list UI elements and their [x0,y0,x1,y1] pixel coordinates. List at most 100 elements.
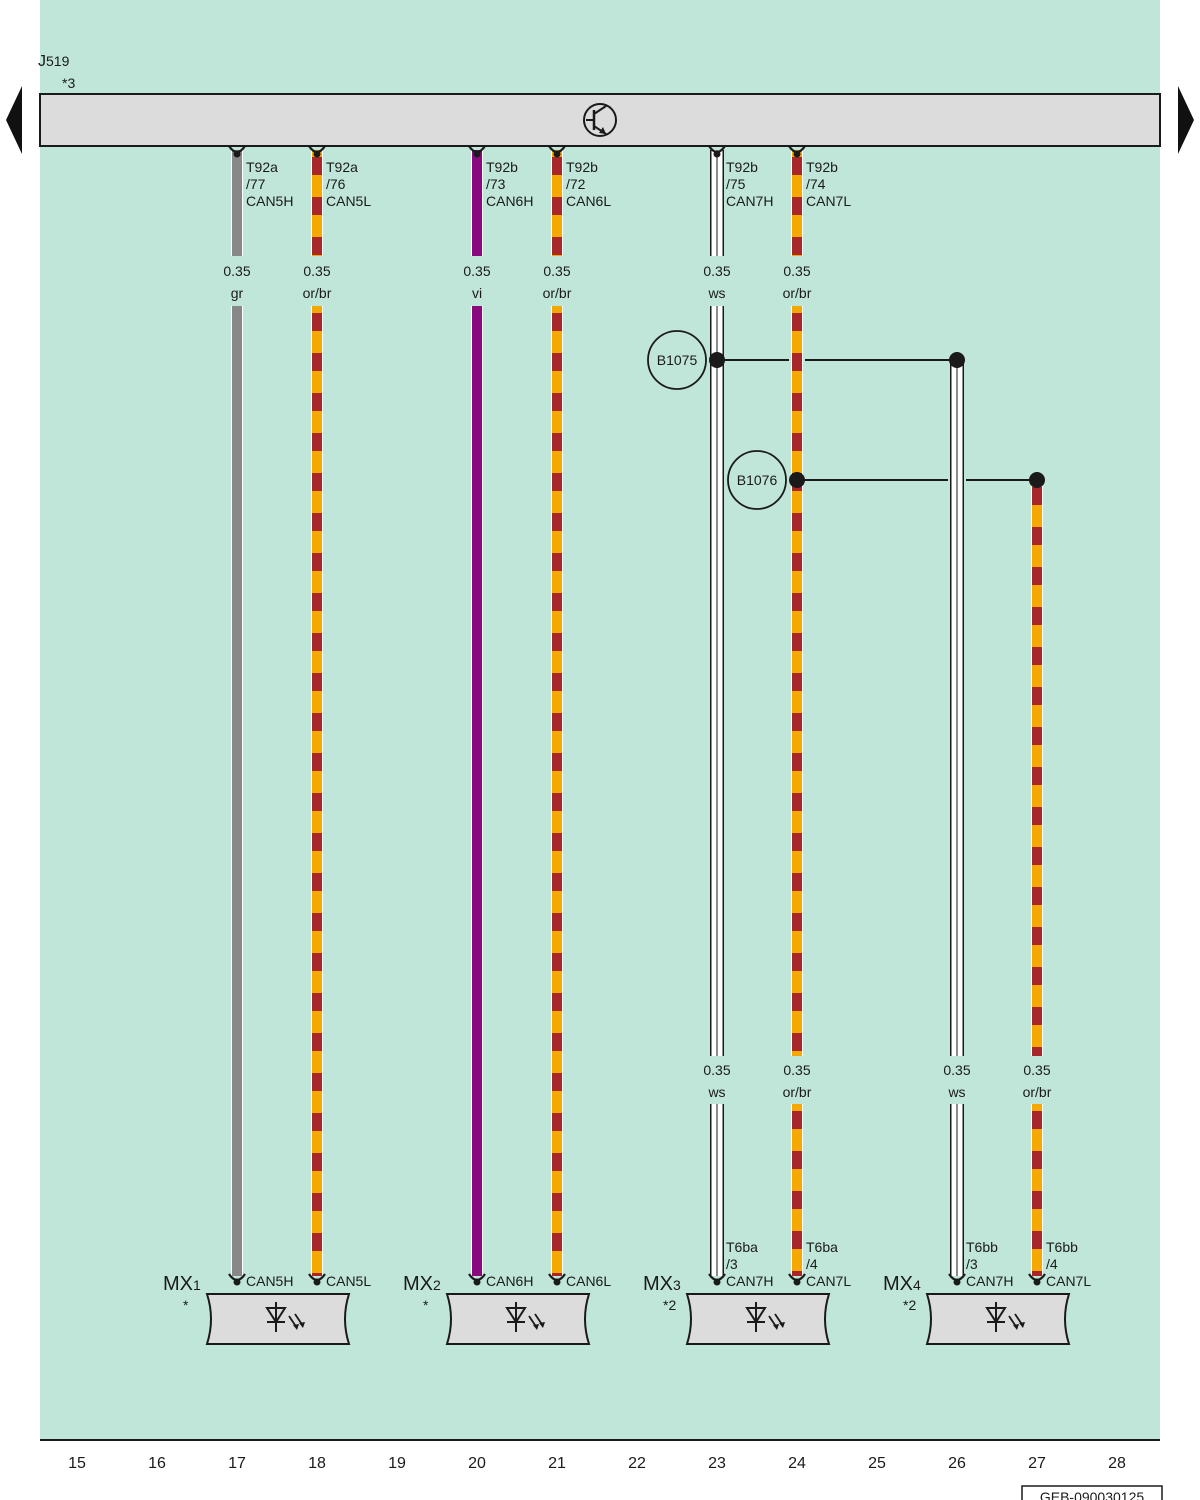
wire-27-bottom-stripe [1032,1151,1042,1169]
previous-page-arrow-icon[interactable] [6,86,22,154]
module-label: MX2 [403,1273,441,1295]
module-label: MX4 [883,1273,921,1295]
next-page-arrow-icon[interactable] [1178,86,1194,154]
wire-24-main-stripe [792,793,802,811]
wire-color-label: or/br [303,285,332,301]
control-unit-j519: J519 *3 [38,53,1161,147]
wire-27-main-stripe [1032,1047,1042,1056]
wire-24-main-stripe [792,313,802,331]
module-note: *2 [903,1297,916,1313]
module-note: * [423,1297,429,1313]
column-number: 19 [388,1455,406,1472]
wire-18-top-stripe [312,157,322,175]
wire-18-main-stripe [312,673,322,691]
pin-number-label: /77 [246,176,266,192]
wire-21-main-stripe [552,473,562,491]
wire-20-main [472,306,482,1276]
wire-18-main-stripe [312,433,322,451]
wire-18-top-stripe [312,237,322,255]
wire-24-main-stripe [792,833,802,851]
wire-27-main-stripe [1032,687,1042,705]
module-pin-connector: T6ba [726,1239,758,1255]
wire-18-main-stripe [312,1113,322,1131]
column-number: 16 [148,1455,166,1472]
column-number: 22 [628,1455,646,1472]
column-number: 20 [468,1455,486,1472]
wire-gauge-label: 0.35 [703,263,730,279]
led-icon [985,1302,1025,1332]
wire-18-main-stripe [312,633,322,651]
wire-18-main-stripe [312,593,322,611]
connector-pin-bottom-icon-dot [1033,1278,1041,1286]
wire-gauge-label: 0.35 [783,1062,810,1078]
pin-signal-label: CAN6H [486,193,533,209]
splice-id-label: B1076 [737,472,778,488]
pin-connector-label: T92b [726,159,758,175]
column-number: 27 [1028,1455,1046,1472]
wire-21-main-stripe [552,593,562,611]
wire-24-top-stripe [792,237,802,255]
wire-gauge-label: 0.35 [463,263,490,279]
module-pin-connector: T6bb [1046,1239,1078,1255]
wire-color-label: or/br [783,285,812,301]
pin-connector-label: T92a [326,159,358,175]
wire-21-main-stripe [552,953,562,971]
wire-gauge-label: 0.35 [1023,1062,1050,1078]
wire-24-main-stripe [792,753,802,771]
module-pin-signal: CAN6H [486,1273,533,1289]
wire-27-main-stripe [1032,967,1042,985]
wire-24-main-stripe [792,913,802,931]
splice-circle [647,330,707,390]
wire-color-label: or/br [1023,1084,1052,1100]
module-mx3 [685,1293,831,1345]
wire-21-main-stripe [552,1073,562,1091]
module-pin-signal: CAN7H [726,1273,773,1289]
module-mx2 [445,1293,591,1345]
module-pin-connector: T6ba [806,1239,838,1255]
module-pin-number: /3 [726,1256,738,1272]
wire-27-main-stripe [1032,767,1042,785]
connector-pin-top-icon-dot [553,150,561,158]
wire-27-main-stripe [1032,567,1042,585]
wire-21-main-stripe [552,1233,562,1251]
wire-18-main [312,306,322,1276]
wire-24-main-stripe [792,1033,802,1051]
wire-18-main-stripe [312,753,322,771]
wire-24-main-stripe [792,513,802,531]
wire-20-top [472,150,482,256]
wire-17-main [232,306,242,1276]
wire-gauge-label: 0.35 [783,263,810,279]
wire-gauge-label: 0.35 [943,1062,970,1078]
column-number: 15 [68,1455,86,1472]
module-pin-connector: T6bb [966,1239,998,1255]
wire-21-main-stripe [552,433,562,451]
connector-pin-top-icon-dot [713,150,721,158]
wire-21-top-stripe [552,157,562,175]
pin-signal-label: CAN5H [246,193,293,209]
wire-18-main-stripe [312,313,322,331]
column-number: 21 [548,1455,566,1472]
pin-number-label: /72 [566,176,586,192]
wire-24-bottom-stripe [792,1151,802,1169]
wire-21-main-stripe [552,393,562,411]
module-note: * [183,1297,189,1313]
wire-21-main-stripe [552,713,562,731]
wire-21-main-stripe [552,993,562,1011]
wire-21-main [552,306,562,1276]
module-label: MX1 [163,1273,201,1295]
transistor-icon [583,103,617,137]
module-pin-number: /3 [966,1256,978,1272]
wire-21-main-stripe [552,1193,562,1211]
wire-21-main-stripe [552,633,562,651]
wire-27-main-stripe [1032,807,1042,825]
wire-gauge-label: 0.35 [543,263,570,279]
pin-connector-label: T92b [486,159,518,175]
wire-color-label: vi [472,285,482,301]
diagram-background [40,0,1160,1440]
wire-18-main-stripe [312,1073,322,1091]
wire-18-main-stripe [312,913,322,931]
wire-21-main-stripe [552,553,562,571]
wire-21-main-stripe [552,833,562,851]
column-number: 26 [948,1455,966,1472]
